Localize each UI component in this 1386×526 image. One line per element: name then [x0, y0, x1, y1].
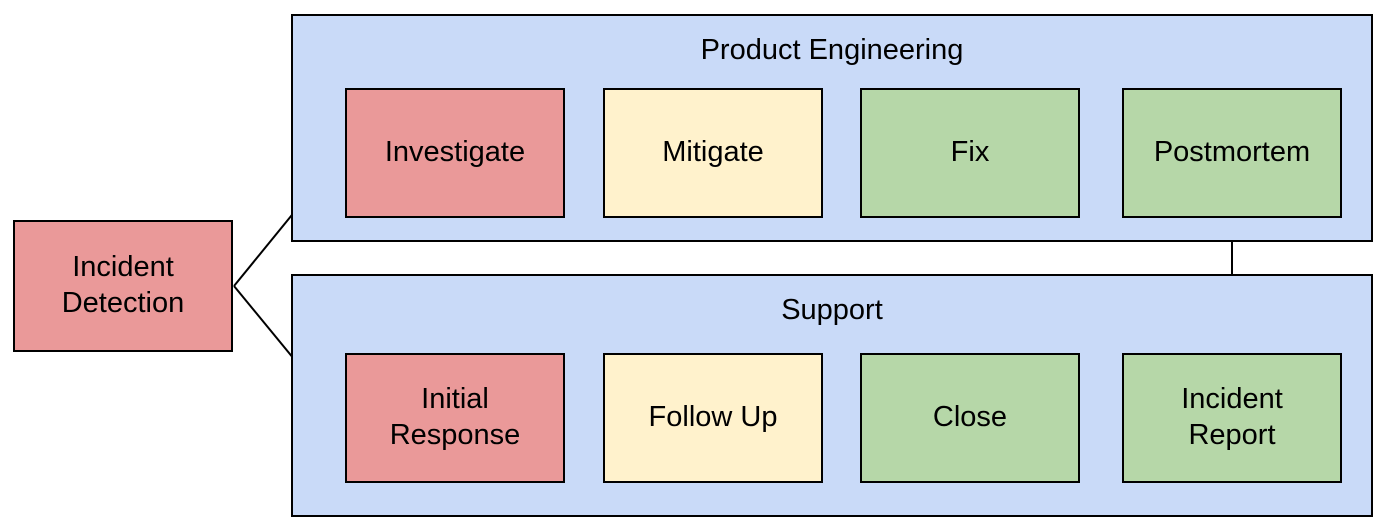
node-close: Close [860, 353, 1080, 483]
node-fix-label: Fix [950, 136, 990, 169]
node-fix: Fix [860, 88, 1080, 218]
node-follow-up-label: Follow Up [648, 401, 778, 434]
node-incident-report-label: Incident Report [1181, 383, 1283, 451]
node-close-label: Close [932, 401, 1008, 434]
node-incident-detection: Incident Detection [13, 220, 233, 352]
node-mitigate: Mitigate [603, 88, 823, 218]
node-postmortem-label: Postmortem [1153, 136, 1311, 169]
node-follow-up: Follow Up [603, 353, 823, 483]
node-initial-response: Initial Response [345, 353, 565, 483]
node-incident-report: Incident Report [1122, 353, 1342, 483]
lane-title-product-engineering: Product Engineering [700, 34, 964, 66]
lane-title-support: Support [781, 294, 883, 326]
node-initial-response-label: Initial Response [389, 383, 521, 451]
node-investigate: Investigate [345, 88, 565, 218]
node-incident-detection-label: Incident Detection [61, 251, 185, 319]
node-mitigate-label: Mitigate [662, 136, 764, 169]
node-postmortem: Postmortem [1122, 88, 1342, 218]
node-investigate-label: Investigate [384, 136, 526, 169]
